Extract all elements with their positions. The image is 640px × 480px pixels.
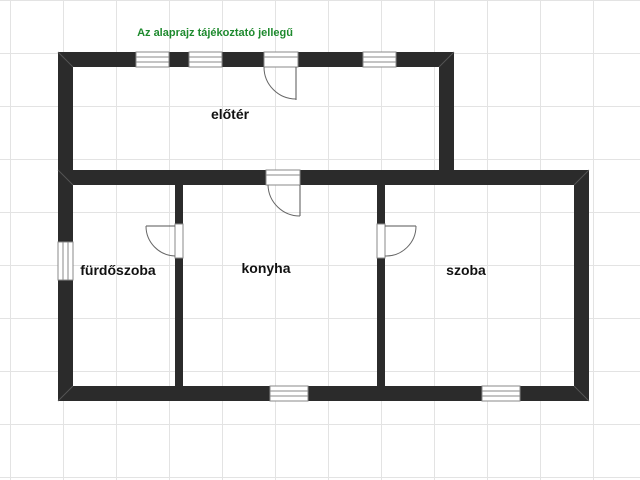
window-bottom-kitchen <box>269 385 309 402</box>
walls <box>58 52 589 401</box>
wall-right-eloter <box>439 52 454 172</box>
wall-middle-horizontal <box>58 170 589 185</box>
window-top-2 <box>188 51 223 68</box>
window-top-1 <box>135 51 170 68</box>
disclaimer-note: Az alaprajz tájékoztató jellegű <box>137 27 293 39</box>
room-label-eloter: előtér <box>210 106 250 122</box>
wall-left-upper <box>58 52 73 172</box>
window-bottom-room <box>481 385 521 402</box>
door-eloter-konyha <box>265 169 301 217</box>
door-konyha-furdoszoba <box>145 223 184 259</box>
door-konyha-szoba <box>376 223 417 259</box>
room-label-konyha: konyha <box>241 260 291 276</box>
doors <box>145 51 417 259</box>
window-left-bath <box>57 241 74 281</box>
corner-bevels <box>57 51 590 402</box>
windows <box>57 51 521 402</box>
wall-kitchen-room <box>377 170 385 401</box>
room-label-furdoszoba: fürdőszoba <box>80 262 156 278</box>
wall-right-lower <box>574 170 589 401</box>
wall-left-lower <box>58 170 73 401</box>
window-top-3 <box>362 51 397 68</box>
wall-bottom <box>58 386 589 401</box>
door-entrance <box>263 51 299 100</box>
room-label-szoba: szoba <box>446 262 486 278</box>
wall-bath-kitchen <box>175 170 183 401</box>
